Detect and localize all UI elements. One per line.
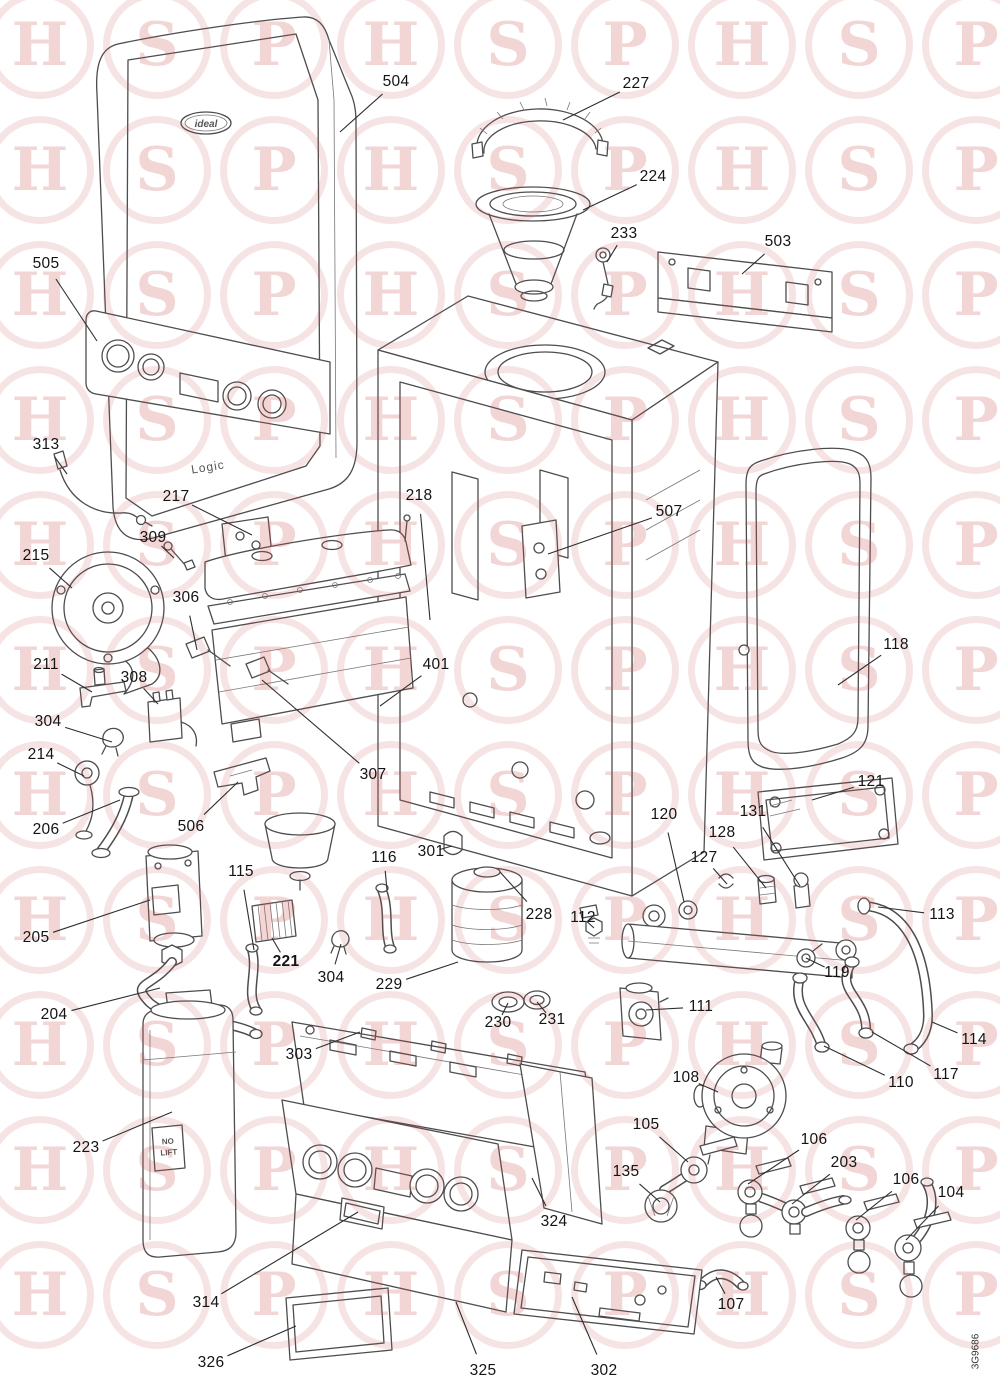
bracket-and-ignitor [74, 666, 271, 859]
cover-plate [285, 1287, 393, 1361]
wall-bracket [657, 251, 833, 333]
display-window [179, 372, 219, 403]
rear-door [738, 447, 872, 770]
control-panel [85, 310, 331, 435]
clip-301 [443, 830, 463, 856]
trap-label-line1: NO [162, 1137, 175, 1147]
brand-logo-text: ideal [195, 119, 218, 130]
condensate-bowl [264, 812, 336, 891]
bypass-pipe [841, 956, 874, 1039]
expansion-canister [451, 866, 523, 963]
fan [51, 551, 165, 695]
filling-loop-pipe [693, 1269, 749, 1291]
gas-valve [145, 844, 203, 968]
trap-label-line2: LIFT [160, 1147, 178, 1157]
burner [251, 899, 350, 955]
flue-adaptor [475, 186, 591, 302]
hose-116 [375, 883, 397, 954]
combustion-case [377, 295, 719, 897]
interior-bracket [521, 519, 561, 599]
isolation-valves [644, 1136, 952, 1298]
pressure-sensor [579, 904, 603, 944]
condensate-trap: NO LIFT [142, 989, 237, 1258]
flue-clamp [471, 97, 609, 159]
plate-heat-exchanger [757, 777, 899, 861]
pump [693, 1041, 787, 1155]
flow-pipe [792, 972, 830, 1053]
model-text: Logic [190, 457, 225, 476]
pcb [513, 1249, 703, 1335]
front-panel: ideal Logic [95, 16, 358, 541]
flue-sensor [593, 247, 614, 310]
ideal-badge [180, 111, 232, 135]
sealing-rings [491, 990, 551, 1013]
flow-switch [619, 982, 669, 1041]
hose-115 [245, 943, 263, 1016]
hydraulic-manifold [621, 872, 857, 979]
drawing-code: 3G9686 [970, 1333, 982, 1370]
